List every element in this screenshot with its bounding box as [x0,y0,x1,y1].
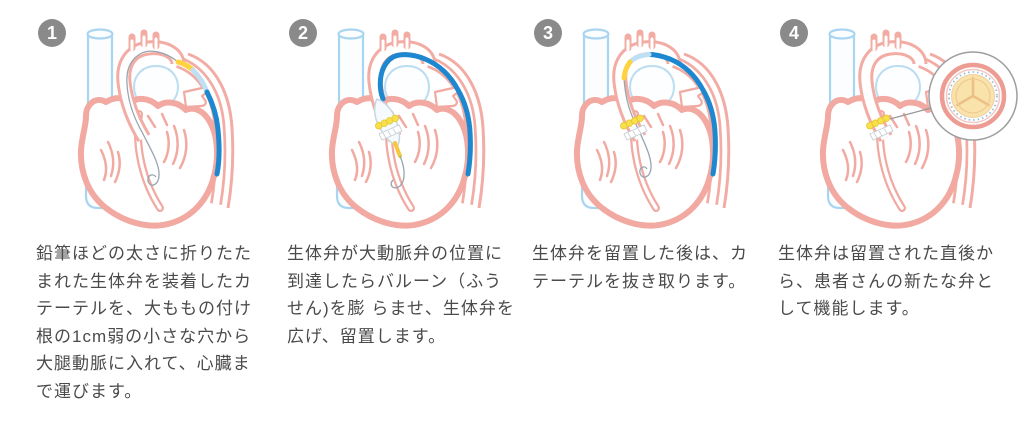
catheter [621,52,718,177]
heart-illustration-step-1 [36,10,266,230]
step-number: 4 [788,23,799,43]
step-panel-2: 2 生体弁が大動脈弁の位置に 到達したらバルーン（ふう せん)を膨 らませ、生体… [287,0,539,432]
catheter [377,52,473,177]
catheter-nose-cone [393,141,402,158]
step-caption: 生体弁は留置された直後か ら、患者さんの新たな弁と して機能します。 [778,244,994,318]
step-number: 3 [542,23,553,43]
heart-illustration-step-4 [778,10,1018,230]
guidewire [390,155,405,189]
magnifier-connector-line [889,107,932,120]
step-number-badge: 1 [38,19,66,47]
catheter [175,59,222,177]
guidewire [126,50,179,186]
step-number-badge: 4 [780,19,808,47]
valve-magnifier-inset [928,51,1018,141]
step-caption: 鉛筆ほどの太さに折りたた まれた生体弁を装着したカ テーテルを、大ももの付け 根… [36,244,252,401]
guidewire [623,77,652,178]
step-number: 2 [297,23,308,43]
step-panel-1: 1 鉛筆ほどの太さに折りたた まれた生体弁を装着したカ テーテルを、大ももの付け… [36,0,288,432]
step-panel-3: 3 生体弁を留置した後は、カ テーテルを抜き取ります。 [532,0,784,432]
step-number-badge: 2 [289,19,317,47]
step-number-badge: 3 [534,19,562,47]
heart-illustration-step-2 [287,10,517,230]
step-caption: 生体弁を留置した後は、カ テーテルを抜き取ります。 [532,244,748,291]
step-panel-4: 4 生体 [778,0,1024,432]
valve-leaflet-arcs [955,78,991,114]
heart-illustration-step-3 [532,10,762,230]
valve-leaflet-struts [956,76,990,107]
step-number: 1 [46,23,57,43]
step-caption: 生体弁が大動脈弁の位置に 到達したらバルーン（ふう せん)を膨 らませ、生体弁を… [287,244,515,346]
